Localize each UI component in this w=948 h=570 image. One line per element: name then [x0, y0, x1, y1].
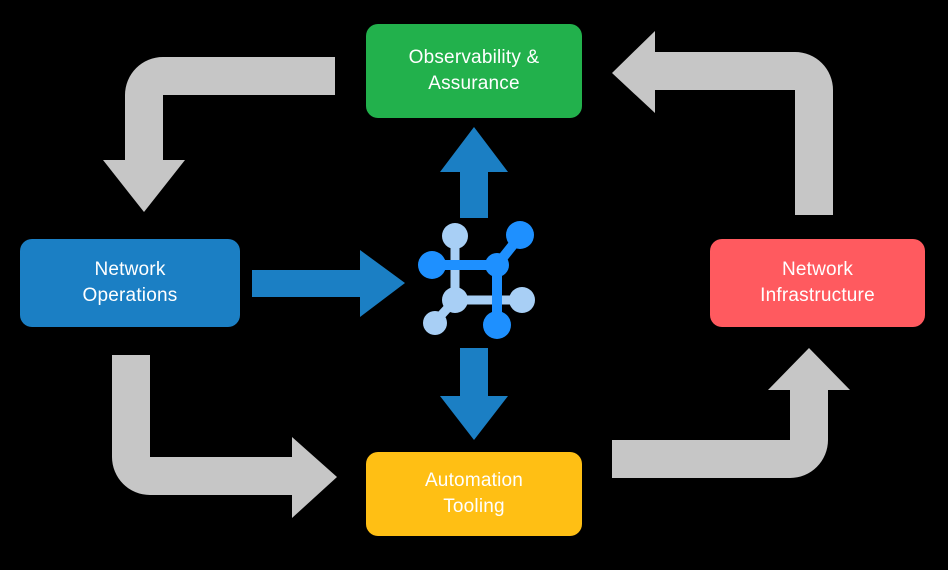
node-network-operations[interactable]: Network Operations [20, 239, 240, 327]
arrow-automation-tooling-to-network-infrastructure [612, 348, 850, 478]
network-topology-icon [415, 215, 540, 340]
network-dark-nodes [418, 221, 534, 339]
arrow-network-infrastructure-to-observability [612, 31, 833, 215]
node-observability-assurance[interactable]: Observability & Assurance [366, 24, 582, 118]
node-automation-tooling-label: Automation Tooling [424, 470, 524, 517]
node-observability-assurance-label: Observability & Assurance [408, 47, 540, 94]
node-network-infrastructure[interactable]: Network Infrastructure [710, 239, 925, 327]
arrow-center-to-observability [440, 127, 508, 218]
arrow-observability-to-network-operations [103, 57, 335, 212]
network-topology-icon-svg [418, 221, 535, 339]
arrow-center-to-automation-tooling [440, 348, 508, 440]
arrow-network-operations-to-automation-tooling [112, 355, 337, 518]
node-network-operations-label: Network Operations [82, 259, 178, 306]
arrow-network-operations-to-center [252, 250, 405, 317]
network-light-nodes [423, 223, 535, 335]
node-network-infrastructure-label: Network Infrastructure [760, 259, 875, 306]
node-automation-tooling[interactable]: Automation Tooling [366, 452, 582, 536]
